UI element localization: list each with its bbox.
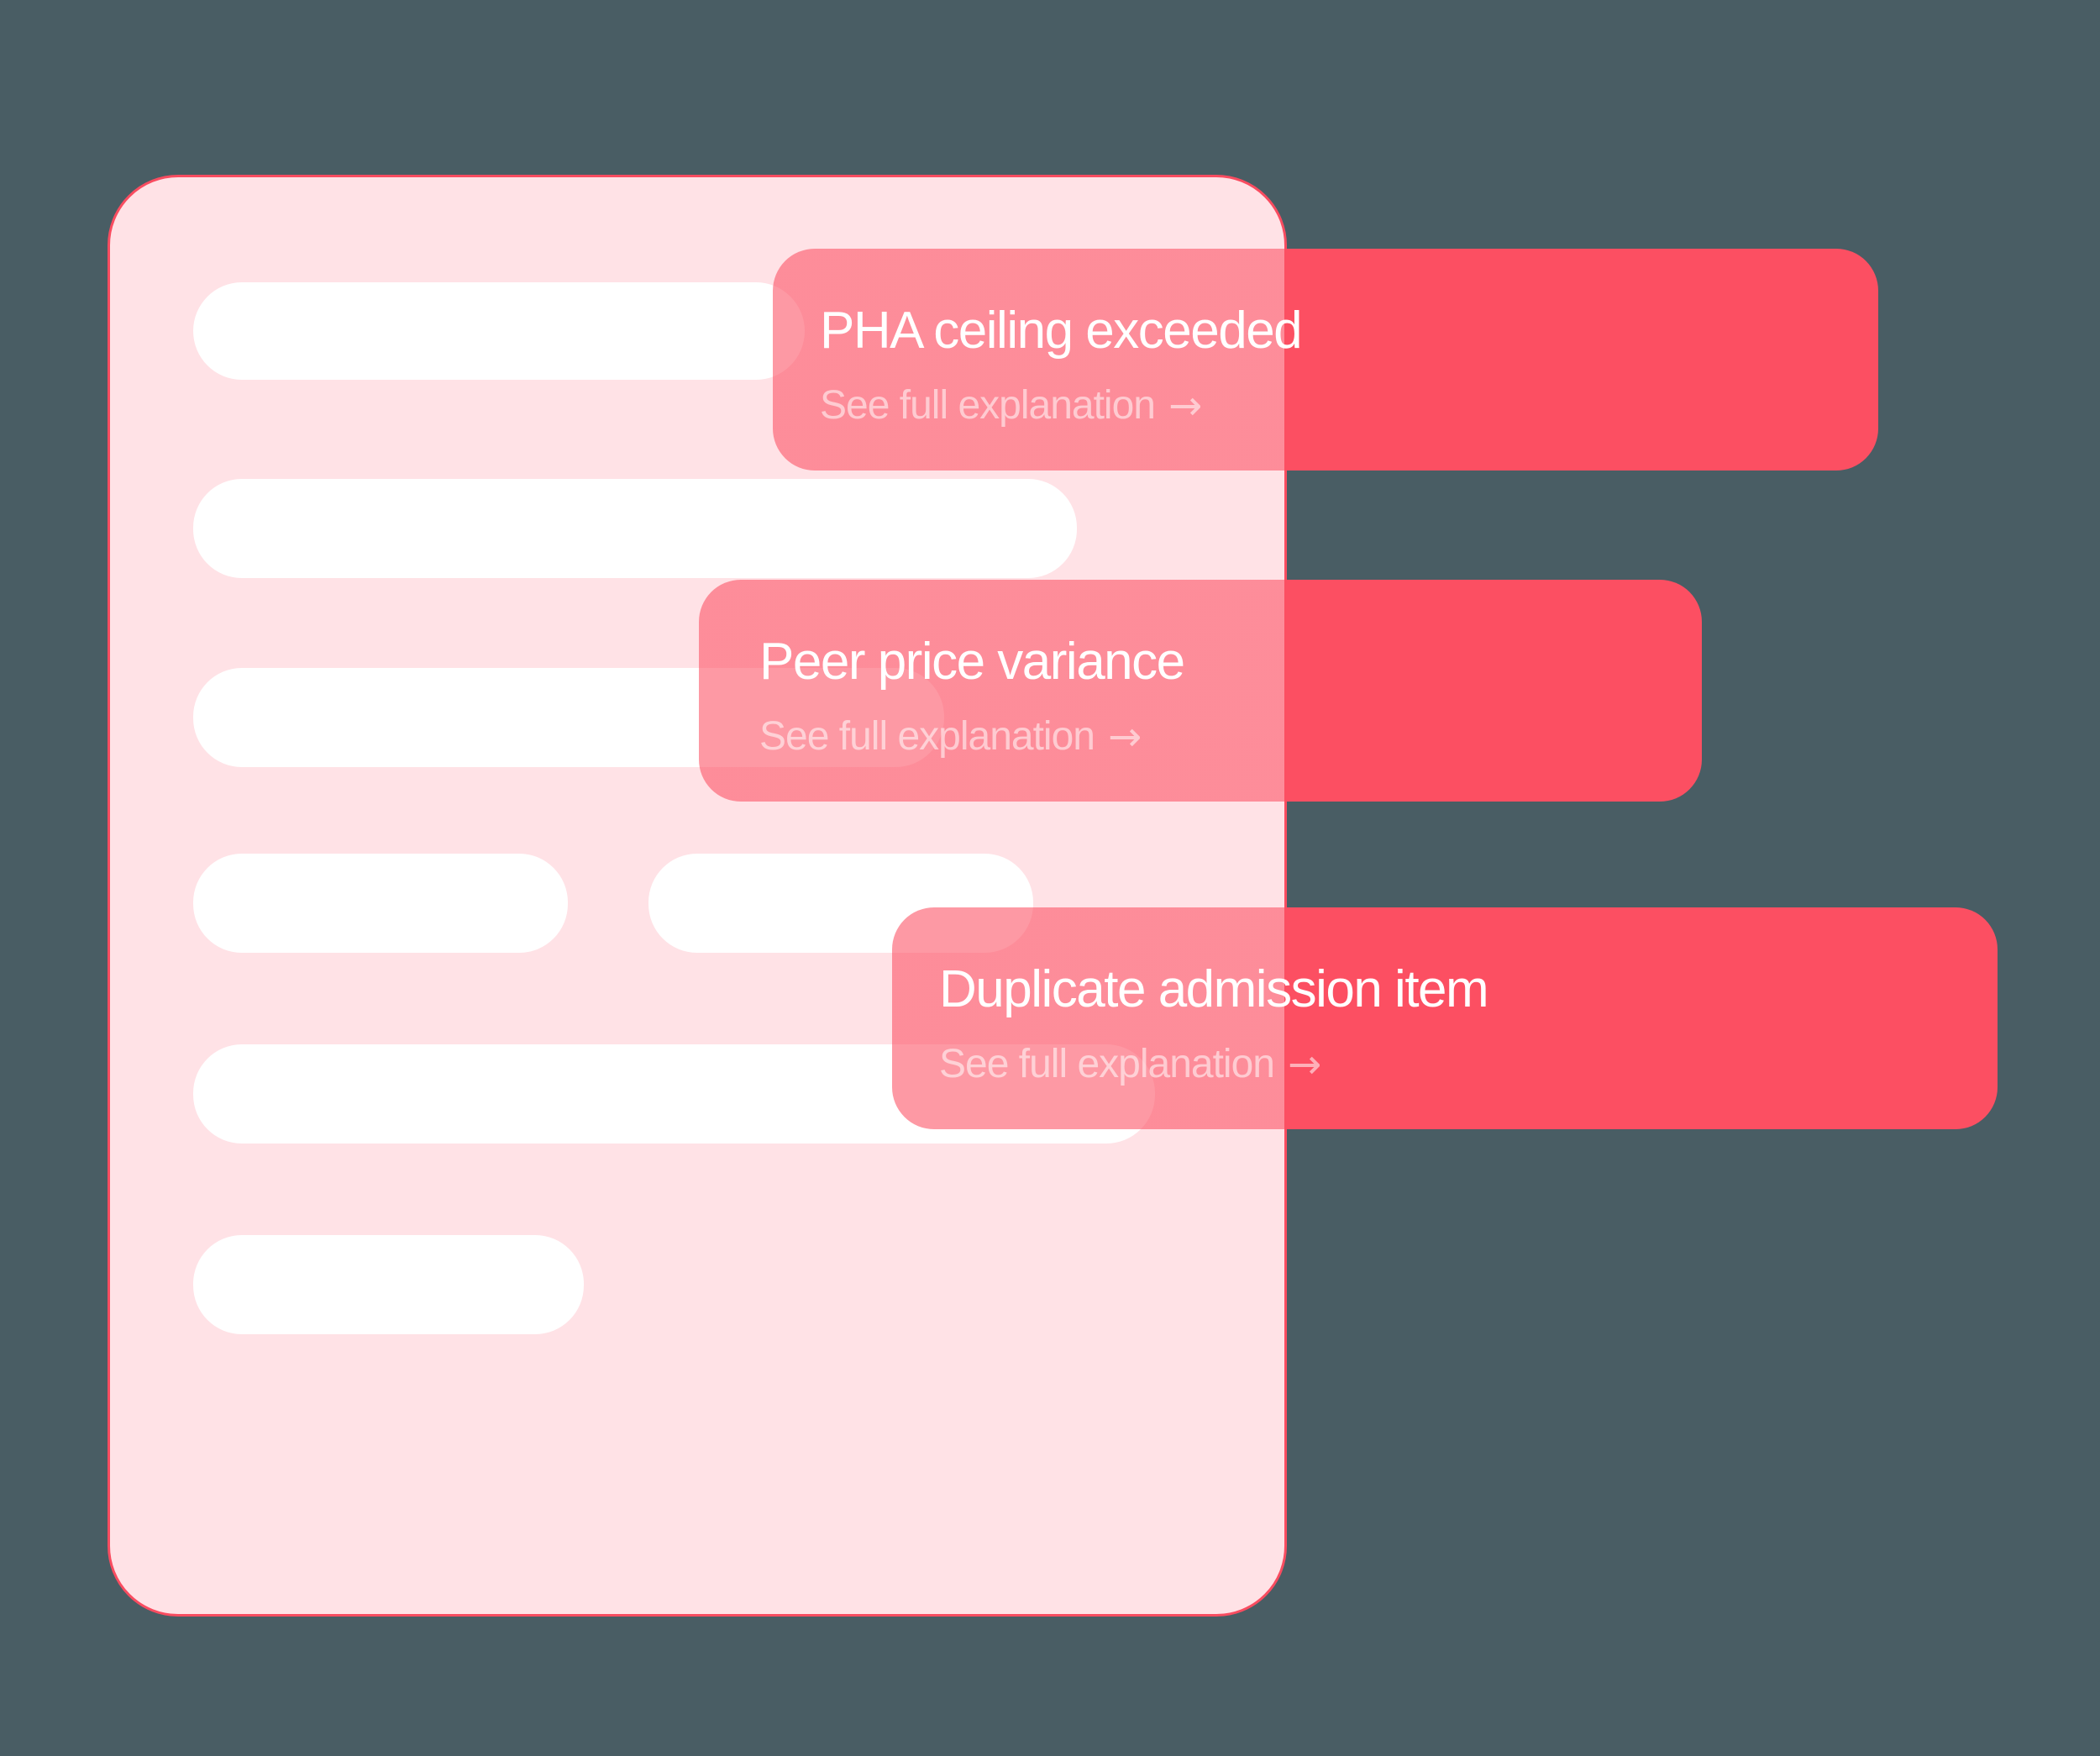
chip-title: Peer price variance: [759, 633, 1185, 691]
placeholder-bar: [193, 854, 568, 953]
see-full-explanation-link[interactable]: See full explanation →: [820, 382, 1845, 429]
chip-title: PHA ceiling exceeded: [820, 302, 1303, 360]
see-full-explanation-link[interactable]: See full explanation →: [759, 713, 1668, 760]
placeholder-bar: [193, 1235, 584, 1334]
placeholder-bar: [193, 479, 1077, 578]
arrow-right-icon: →: [1107, 713, 1142, 760]
see-full-explanation-link[interactable]: See full explanation →: [939, 1041, 1964, 1088]
flag-chip-duplicate-admission[interactable]: Duplicate admission item See full explan…: [892, 907, 1998, 1129]
chip-title: Duplicate admission item: [939, 960, 1489, 1018]
arrow-right-icon: →: [1168, 382, 1202, 429]
flag-chip-pha-ceiling[interactable]: PHA ceiling exceeded See full explanatio…: [773, 249, 1878, 471]
chip-link-label: See full explanation: [820, 383, 1156, 428]
placeholder-bar: [193, 282, 805, 380]
chip-link-label: See full explanation: [939, 1042, 1275, 1086]
flag-chip-peer-price-variance[interactable]: Peer price variance See full explanation…: [699, 580, 1702, 802]
chip-link-label: See full explanation: [759, 714, 1095, 759]
arrow-right-icon: →: [1287, 1041, 1321, 1088]
